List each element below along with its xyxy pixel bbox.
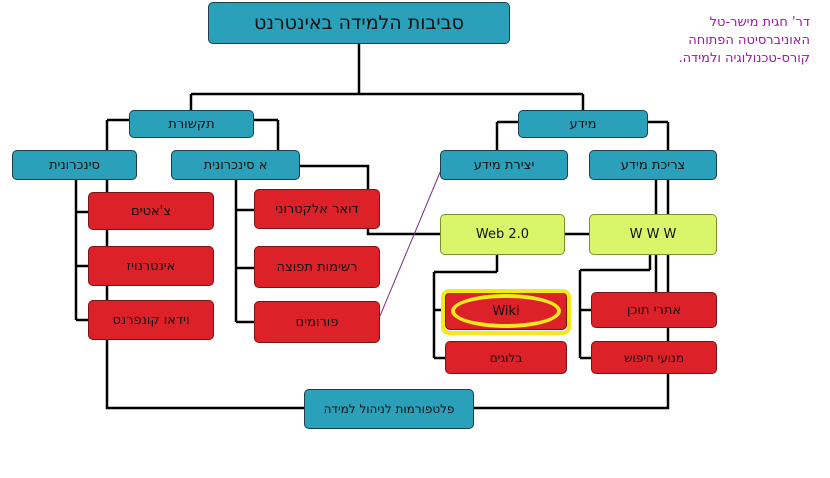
node-asynchronous: א סינכרונית <box>171 150 300 180</box>
node-information-consumption: צריכת מידע <box>589 150 717 180</box>
node-content-sites: אתרי תוכן <box>591 292 717 328</box>
node-forums: פורומים <box>254 301 380 343</box>
node-information: מידע <box>518 110 648 138</box>
node-web-2-0: Web 2.0 <box>440 214 565 255</box>
diagram-title: סביבות הלמידה באינטרנט <box>208 2 510 44</box>
node-communication: תקשורת <box>129 110 254 138</box>
node-email: דואר אלקטרוני <box>254 189 380 229</box>
node-search-engines: מנועי חיפוש <box>591 341 717 374</box>
node-video-conference: וידאו קונפרנס <box>88 300 214 340</box>
node-learning-platforms: פלטפורמות לניהול למידה <box>304 389 474 429</box>
node-mailing-lists: רשימות תפוצה <box>254 246 380 288</box>
node-information-creation: יצירת מידע <box>440 150 568 180</box>
node-internoise: אינטרנויז <box>88 246 214 286</box>
author-credit: דר' חגית מישר-טל האוניברסיטה הפתוחה קורס… <box>679 14 811 68</box>
credit-institution: האוניברסיטה הפתוחה <box>688 33 810 48</box>
credit-author: דר' חגית מישר-טל <box>709 15 810 30</box>
credit-course: קורס-טכנולוגיה ולמידה. <box>678 51 811 66</box>
node-blogs: בלוגים <box>445 341 567 374</box>
wiki-highlight-frame <box>441 289 571 335</box>
node-chats: צ'אטים <box>88 192 214 230</box>
wiki-highlight-ellipse <box>451 294 561 328</box>
node-www: W W W <box>589 214 717 255</box>
node-synchronous: סינכרונית <box>12 150 137 180</box>
